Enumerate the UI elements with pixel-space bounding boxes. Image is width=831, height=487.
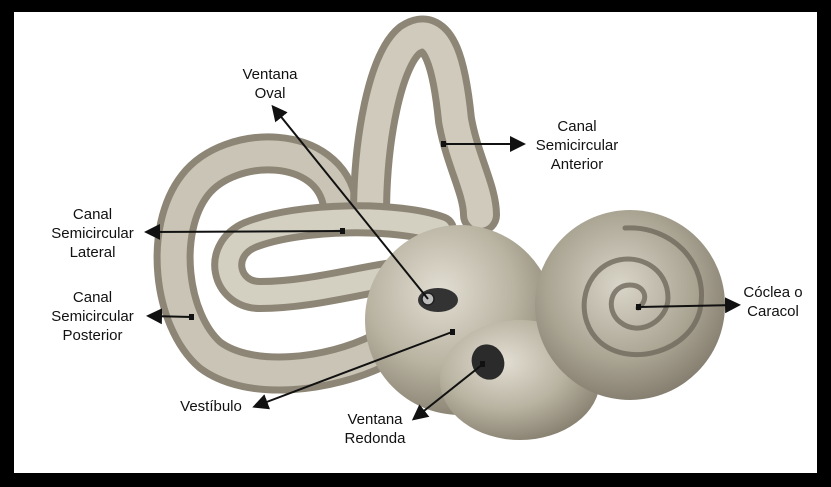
label-canal-lateral-line1: Canal <box>72 206 113 223</box>
label-coclea: Cóclea o Caracol <box>733 283 813 321</box>
label-ventana-oval-line2: Oval <box>254 85 286 102</box>
label-canal-anterior-line1: Canal <box>557 118 597 135</box>
label-canal-anterior-line2: Semicircular <box>535 137 619 154</box>
label-canal-lateral-line2: Semicircular <box>51 225 134 242</box>
cochlea-shape <box>535 210 725 400</box>
leader-vestibulo <box>252 331 453 410</box>
label-ventana-redonda-line2: Redonda <box>344 430 406 447</box>
label-ventana-oval-line1: Ventana <box>242 66 298 83</box>
cochlea-spiral <box>581 225 704 358</box>
label-coclea-line2: Caracol <box>747 303 799 320</box>
label-vestibulo: Vestíbulo <box>168 397 254 416</box>
label-ventana-oval: Ventana Oval <box>230 65 310 103</box>
label-ventana-redonda-line1: Ventana <box>347 411 403 428</box>
label-canal-posterior-line2: Semicircular <box>51 308 134 325</box>
label-canal-posterior-line1: Canal <box>72 289 113 306</box>
label-canal-posterior-line3: Posterior <box>62 327 123 344</box>
label-ventana-redonda: Ventana Redonda <box>335 410 415 448</box>
label-vestibulo-line1: Vestíbulo <box>180 398 242 415</box>
leader-coclea <box>638 297 741 314</box>
leader-lines <box>144 104 741 421</box>
label-canal-lateral: Canal Semicircular Lateral <box>40 205 145 262</box>
label-canal-posterior: Canal Semicircular Posterior <box>40 288 145 345</box>
label-canal-anterior: Canal Semicircular Anterior <box>522 117 632 174</box>
leader-canal-lateral <box>144 223 344 240</box>
leader-canal-posterior <box>146 308 193 325</box>
leader-ventana-redonda <box>411 363 484 421</box>
leader-ventana-oval <box>271 104 429 300</box>
label-coclea-line1: Cóclea o <box>743 284 803 301</box>
label-canal-lateral-line3: Lateral <box>69 244 116 261</box>
round-window-shape <box>471 344 505 380</box>
label-canal-anterior-line3: Anterior <box>550 156 604 173</box>
